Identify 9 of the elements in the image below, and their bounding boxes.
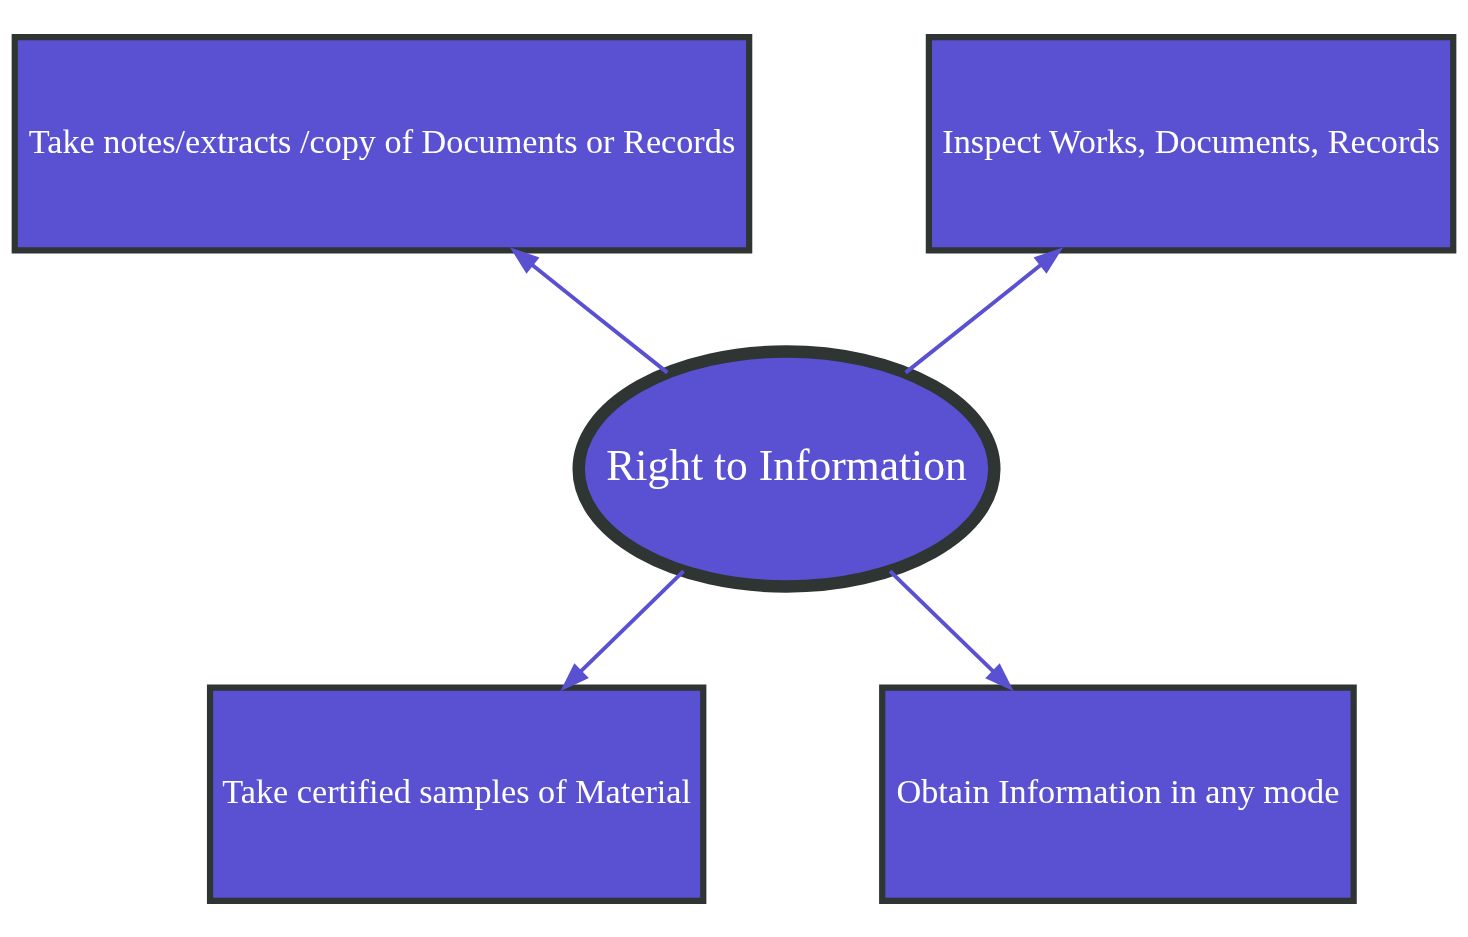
arrow — [888, 569, 1014, 691]
node-box: Obtain Information in any mode — [879, 684, 1357, 904]
node-box: Take certified samples of Material — [206, 684, 707, 904]
node-box: Inspect Works, Documents, Records — [925, 33, 1457, 253]
arrow — [509, 246, 669, 374]
arrow — [560, 569, 685, 691]
node-ellipse: Right to Information — [572, 344, 1001, 593]
arrow — [904, 246, 1064, 374]
node-box: Take notes/extracts /copy of Documents or Records — [11, 33, 753, 253]
